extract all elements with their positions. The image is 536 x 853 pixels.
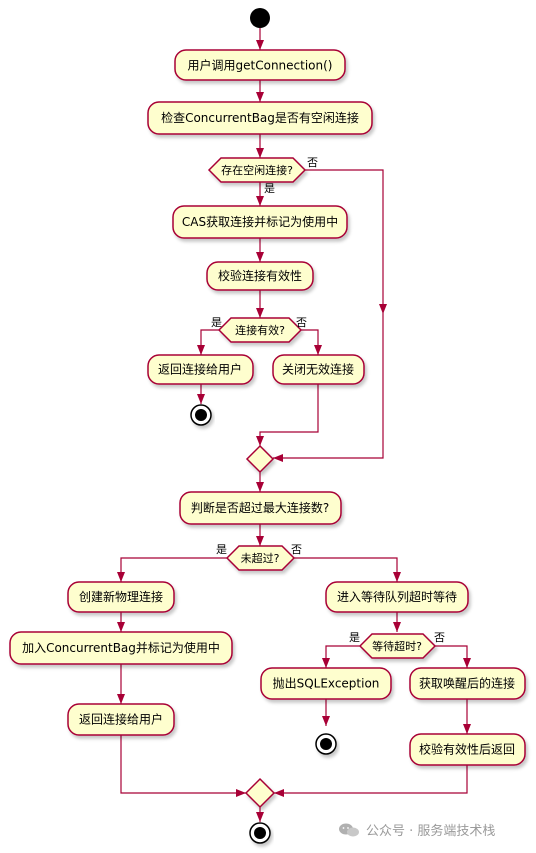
end-node-final bbox=[249, 822, 271, 844]
activity-add-bag-label: 加入ConcurrentBag并标记为使用中 bbox=[22, 640, 220, 655]
decision-not-exceed-yes-label: 是 bbox=[216, 543, 227, 556]
activity-wait-label: 进入等待队列超时等待 bbox=[337, 589, 457, 604]
decision-timeout: 等待超时? bbox=[358, 633, 437, 659]
activity-check-bag-label: 检查ConcurrentBag是否有空闲连接 bbox=[161, 110, 359, 125]
decision-valid-no-label: 否 bbox=[296, 316, 307, 329]
activity-return-2: 返回连接给用户 bbox=[67, 703, 175, 736]
decision-not-exceed-label: 未超过? bbox=[241, 551, 280, 565]
activity-return-2-label: 返回连接给用户 bbox=[79, 712, 163, 727]
activity-validate-return: 校验有效性后返回 bbox=[409, 733, 526, 766]
merge-diamond-2 bbox=[244, 777, 276, 809]
decision-timeout-no-label: 否 bbox=[434, 631, 445, 644]
arrowheads bbox=[117, 40, 471, 822]
activity-check-max-label: 判断是否超过最大连接数? bbox=[191, 500, 329, 515]
decision-idle-no-label: 否 bbox=[307, 156, 318, 169]
decision-timeout-yes-label: 是 bbox=[349, 631, 360, 644]
decision-valid: 连接有效? bbox=[217, 317, 303, 343]
activity-close-invalid-label: 关闭无效连接 bbox=[282, 362, 354, 377]
activity-cas-label: CAS获取连接并标记为使用中 bbox=[182, 214, 338, 229]
activity-wait: 进入等待队列超时等待 bbox=[325, 581, 469, 613]
activity-call: 用户调用getConnection() bbox=[174, 49, 346, 81]
edges bbox=[120, 28, 468, 822]
activity-validate-label: 校验连接有效性 bbox=[218, 268, 302, 283]
decision-valid-label: 连接有效? bbox=[235, 323, 285, 337]
activity-add-bag: 加入ConcurrentBag并标记为使用中 bbox=[9, 631, 233, 665]
end-node-1 bbox=[190, 404, 212, 426]
end-node-2 bbox=[315, 733, 337, 755]
activity-close-invalid: 关闭无效连接 bbox=[272, 354, 365, 385]
activity-throw-label: 抛出SQLException bbox=[273, 676, 380, 691]
activity-create-label: 创建新物理连接 bbox=[79, 589, 163, 604]
watermark-text: 公众号 · 服务端技术栈 bbox=[366, 824, 496, 839]
activity-check-bag: 检查ConcurrentBag是否有空闲连接 bbox=[147, 101, 373, 135]
decision-valid-yes-label: 是 bbox=[211, 316, 222, 329]
activity-get-woken: 获取唤醒后的连接 bbox=[409, 667, 526, 700]
activity-check-max: 判断是否超过最大连接数? bbox=[179, 491, 342, 525]
watermark: 公众号 · 服务端技术栈 bbox=[338, 820, 495, 839]
decision-not-exceed: 未超过? bbox=[225, 545, 296, 571]
activity-return-1: 返回连接给用户 bbox=[147, 354, 254, 385]
decision-idle-yes-label: 是 bbox=[264, 182, 275, 195]
decision-idle-label: 存在空闲连接? bbox=[221, 163, 293, 177]
activity-call-label: 用户调用getConnection() bbox=[188, 58, 333, 73]
decision-idle: 存在空闲连接? bbox=[207, 157, 307, 183]
wechat-icon bbox=[339, 823, 359, 837]
activity-return-1-label: 返回连接给用户 bbox=[158, 362, 242, 377]
activity-get-woken-label: 获取唤醒后的连接 bbox=[419, 676, 515, 691]
decision-not-exceed-no-label: 否 bbox=[291, 543, 302, 556]
start-node bbox=[250, 8, 270, 28]
activity-validate: 校验连接有效性 bbox=[206, 261, 314, 291]
activity-throw: 抛出SQLException bbox=[260, 667, 392, 700]
activity-cas: CAS获取连接并标记为使用中 bbox=[172, 205, 348, 239]
decision-timeout-label: 等待超时? bbox=[372, 639, 422, 653]
merge-diamond-1 bbox=[245, 444, 275, 474]
activity-validate-return-label: 校验有效性后返回 bbox=[419, 742, 515, 757]
activity-create: 创建新物理连接 bbox=[67, 581, 175, 613]
